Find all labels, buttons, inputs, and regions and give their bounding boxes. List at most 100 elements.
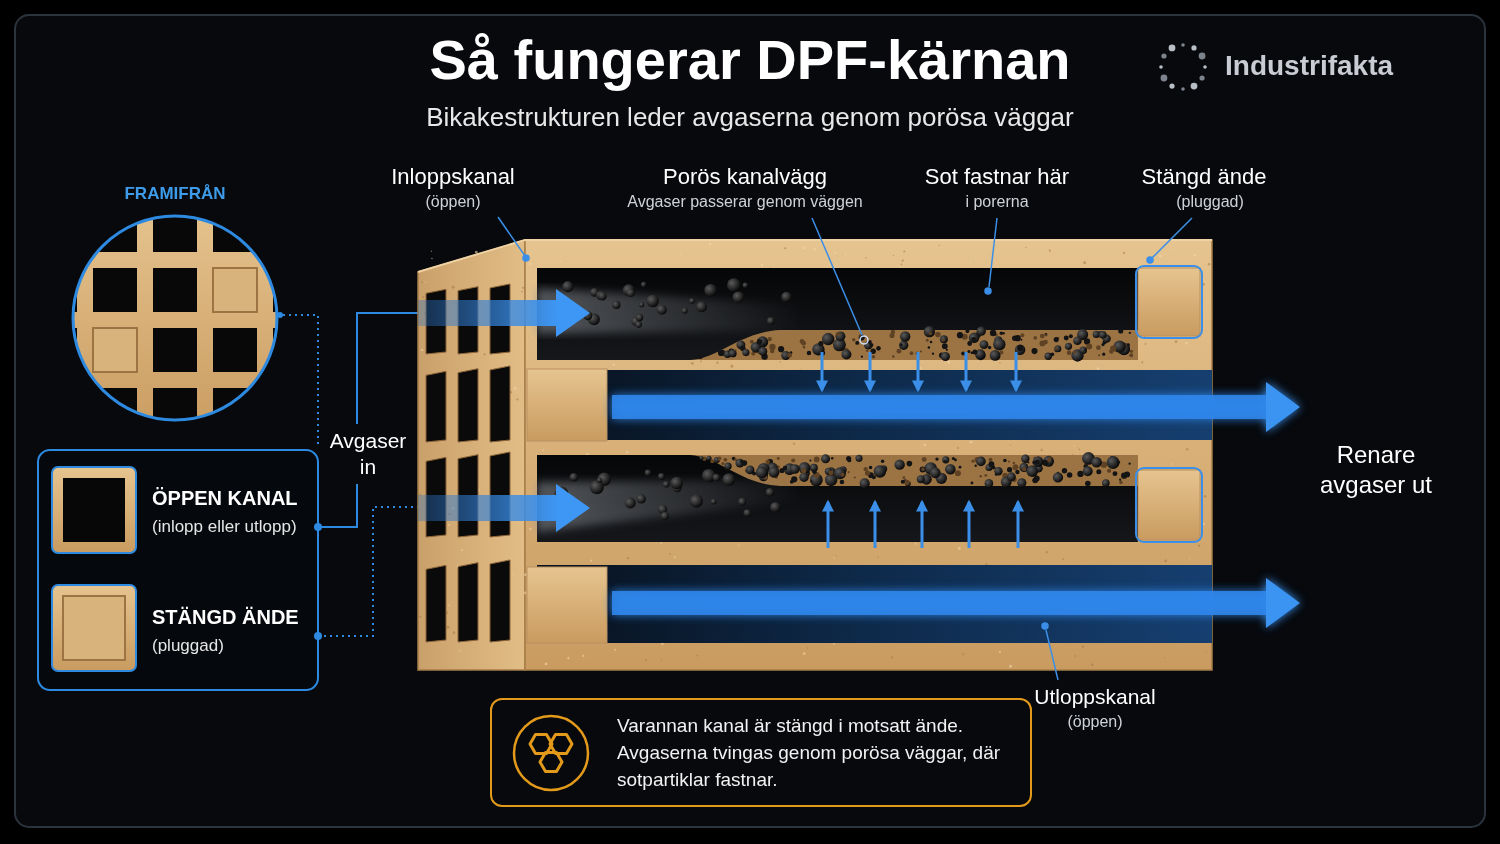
filter-core <box>872 355 876 359</box>
filter-core <box>1128 462 1130 464</box>
filter-core <box>1050 352 1054 356</box>
front-view <box>93 268 137 312</box>
flow-arrow <box>418 300 558 326</box>
filter-core <box>767 317 775 325</box>
filter-core <box>723 473 736 486</box>
filter-core <box>790 480 794 484</box>
filter-core <box>778 346 784 352</box>
filter-core <box>970 262 972 264</box>
filter-core <box>930 341 933 344</box>
filter-core <box>545 662 548 665</box>
filter-core <box>932 353 934 355</box>
filter-core <box>560 261 562 263</box>
filter-core <box>1119 479 1121 481</box>
filter-core <box>1083 466 1093 476</box>
filter-core <box>835 265 836 266</box>
filter-core <box>522 287 524 289</box>
filter-core <box>874 465 886 477</box>
wall-flow-arrow <box>1017 502 1020 548</box>
filter-core <box>426 565 446 642</box>
filter-core <box>1040 334 1045 339</box>
wall-flow-arrow <box>1015 352 1018 390</box>
filter-core <box>971 460 974 463</box>
filter-core <box>833 557 834 558</box>
filter-core <box>733 291 745 303</box>
filter-core <box>1007 467 1012 472</box>
filter-core <box>975 465 977 467</box>
filter-core <box>590 480 604 494</box>
filter-core <box>861 356 863 358</box>
filter-core <box>727 278 741 292</box>
filter-core <box>1078 448 1080 450</box>
filter-core <box>582 655 584 657</box>
filter-core <box>920 351 922 353</box>
front-view <box>60 200 300 440</box>
filter-core <box>448 524 450 526</box>
legend-box <box>52 467 136 553</box>
filter-core <box>452 286 455 289</box>
flow-arrow <box>1266 382 1300 432</box>
legend-note: (inlopp eller utlopp) <box>152 516 297 537</box>
filter-core <box>876 259 877 260</box>
filter-core <box>893 255 894 256</box>
filter-core <box>791 458 795 462</box>
filter-core <box>847 471 849 473</box>
filter-core <box>729 349 737 357</box>
filter-core <box>1123 252 1125 254</box>
filter-core <box>623 284 635 296</box>
filter-core <box>947 361 950 364</box>
filter-core <box>841 349 851 359</box>
filter-core <box>829 470 834 475</box>
front-view <box>273 268 317 312</box>
filter-core <box>627 557 629 559</box>
filter-core <box>763 343 766 346</box>
leader-line <box>1042 623 1048 629</box>
filter-core <box>484 353 486 355</box>
filter-core <box>418 240 1212 272</box>
honeycomb-icon <box>509 711 593 795</box>
filter-core <box>813 248 816 251</box>
filter-core <box>1020 333 1024 337</box>
filter-core <box>1164 657 1165 658</box>
legend-box <box>318 484 357 527</box>
filter-core <box>421 282 423 284</box>
filter-core <box>570 473 578 481</box>
filter-core <box>777 457 780 460</box>
filter-core <box>990 330 996 336</box>
filter-core <box>1130 350 1133 353</box>
filter-core <box>524 573 527 576</box>
filter-core <box>976 457 986 467</box>
front-view <box>213 208 257 252</box>
leader-line <box>1152 218 1192 258</box>
front-view <box>33 208 317 432</box>
filter-core <box>821 454 830 463</box>
filter-core <box>1136 266 1202 338</box>
part-label: Sot fastnar här <box>925 163 1069 191</box>
filter-core <box>921 467 925 471</box>
filter-core <box>1054 337 1059 342</box>
filter-core <box>840 480 845 485</box>
filter-core <box>812 469 817 474</box>
filter-core <box>1172 463 1174 465</box>
filter-core <box>866 349 869 352</box>
part-note: (öppen) <box>425 192 480 212</box>
front-view <box>33 200 317 440</box>
filter-core <box>910 351 914 355</box>
filter-core <box>970 482 973 485</box>
flow-arrow <box>418 289 1300 628</box>
filter-core <box>855 341 859 345</box>
filter-core <box>836 555 837 556</box>
filter-core <box>900 343 903 346</box>
filter-core <box>597 478 602 483</box>
filter-core <box>1129 353 1133 357</box>
filter-core <box>532 336 534 338</box>
filter-core <box>639 302 644 307</box>
leader-line <box>1046 630 1058 680</box>
filter-core <box>847 458 851 462</box>
filter-core <box>790 464 800 474</box>
legend-note: (pluggad) <box>152 635 224 656</box>
filter-core <box>1007 472 1016 481</box>
filter-core <box>965 329 969 333</box>
filter-core <box>877 556 879 558</box>
filter-core <box>512 574 513 575</box>
